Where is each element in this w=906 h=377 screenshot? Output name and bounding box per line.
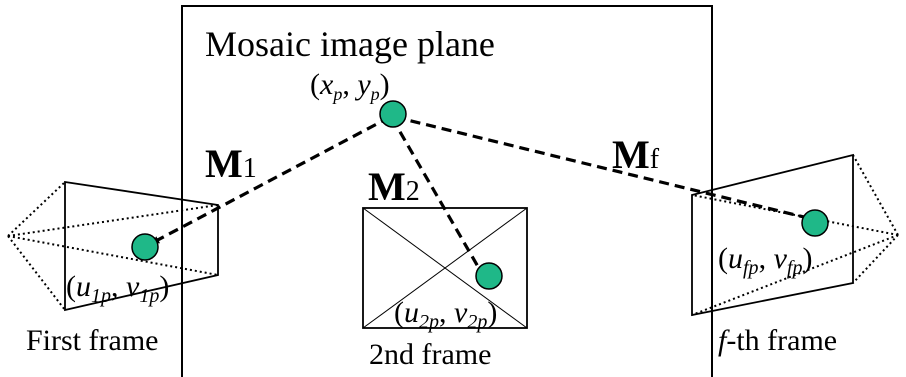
transform-label-m2: M2 xyxy=(368,164,420,209)
transform-label-m1: M1 xyxy=(205,141,257,186)
first-frame-label: First frame xyxy=(26,324,158,357)
mosaic-plane-title: Mosaic image plane xyxy=(205,24,495,64)
second-frame-point xyxy=(475,262,503,290)
first-frame-coord-label: (u1p, v1p) xyxy=(66,270,169,307)
transform-arrows xyxy=(151,115,813,278)
arrow-to-second-frame xyxy=(390,117,486,278)
fth-frame-image-plane xyxy=(691,153,854,317)
arrow-to-fth-frame xyxy=(394,115,813,222)
first-frame-image-plane xyxy=(64,180,219,312)
first-frame xyxy=(7,180,219,312)
arrow-to-first-frame xyxy=(151,115,391,245)
fth-frame-projection-rays xyxy=(691,154,899,316)
mosaic-point-label: (xp, yp) xyxy=(310,68,390,104)
transform-label-mf: Mf xyxy=(612,132,660,177)
mosaic-point xyxy=(379,100,407,128)
first-frame-point xyxy=(131,233,159,261)
fth-frame xyxy=(691,153,899,317)
second-frame-label: 2nd frame xyxy=(369,338,491,371)
fth-frame-label: f-th frame xyxy=(718,324,837,357)
fth-frame-point xyxy=(801,209,829,237)
fth-frame-coord-label: (ufp, vfp) xyxy=(718,242,812,279)
first-frame-projection-rays xyxy=(7,181,219,311)
second-frame-coord-label: (u2p, v2p) xyxy=(394,296,497,333)
